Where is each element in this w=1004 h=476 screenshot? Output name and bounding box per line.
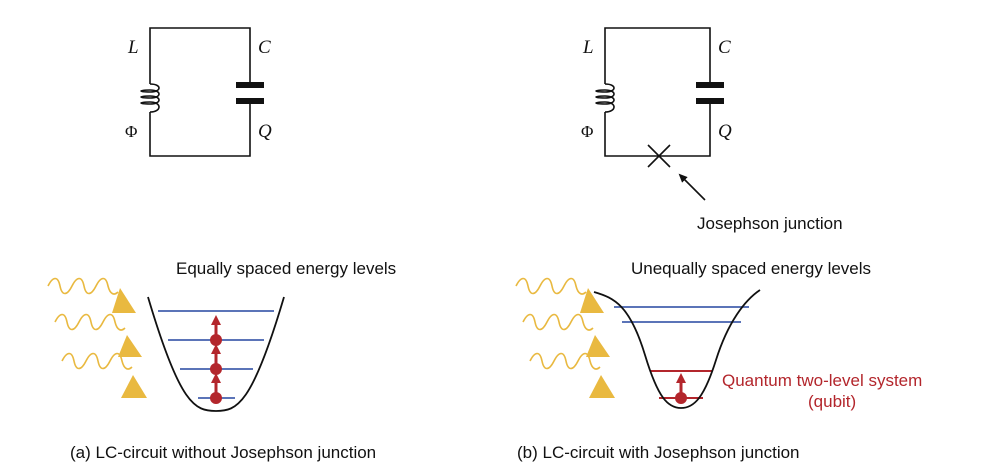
flux-b-label: Φ — [581, 122, 593, 141]
josephson-junction-symbol — [647, 144, 671, 168]
excitation-arrowhead — [211, 344, 221, 354]
excitation-arrowhead — [676, 373, 686, 383]
circuit-b-wire — [604, 27, 711, 157]
state-dot — [210, 363, 222, 375]
energy-title-a: Equally spaced energy levels — [176, 259, 396, 278]
photon-arrowhead — [586, 335, 610, 357]
capacitor-a-label: C — [258, 37, 271, 58]
qubit-label-line1: Quantum two-level system — [722, 371, 922, 390]
junction-label: Josephson junction — [697, 214, 843, 233]
anharmonic-potential-well — [593, 289, 761, 409]
capacitor-b-label: C — [718, 37, 731, 58]
capacitor-a-plate-top — [236, 82, 264, 88]
photon-wave — [61, 352, 133, 370]
excitation-arrowhead — [211, 315, 221, 325]
inductor-a — [140, 83, 160, 113]
capacitor-b-plate-bottom — [696, 98, 724, 104]
capacitor-a-plate-bottom — [236, 98, 264, 104]
state-dot — [675, 392, 687, 404]
capacitor-b-plate-top — [696, 82, 724, 88]
circuit-a: L C Φ Q — [125, 27, 272, 157]
qubit-label-line2: (qubit) — [808, 392, 856, 411]
qubit-transition — [675, 373, 687, 404]
inductor-b-label: L — [582, 37, 594, 58]
junction-pointer-arrow — [678, 173, 706, 201]
state-dot — [210, 334, 222, 346]
photon-arrowhead — [112, 288, 136, 313]
charge-b-label: Q — [718, 121, 732, 142]
flux-a-label: Φ — [125, 122, 137, 141]
photon-arrowhead — [118, 335, 142, 357]
circuit-a-wire — [149, 27, 251, 157]
caption-b: (b) LC-circuit with Josephson junction — [517, 443, 800, 462]
inductor-b — [595, 83, 615, 113]
inductor-a-label: L — [127, 37, 139, 58]
harmonic-potential-well — [147, 296, 285, 412]
photon-wave — [529, 352, 601, 370]
energy-diagram-b: Unequally spaced energy levels Quantum t… — [515, 259, 922, 411]
circuit-b: Josephson junction L C Φ Q — [581, 27, 843, 233]
excitation-ladder-a — [210, 315, 222, 404]
excitation-arrowhead — [211, 373, 221, 383]
charge-a-label: Q — [258, 121, 272, 142]
energy-title-b: Unequally spaced energy levels — [631, 259, 871, 278]
photon-wave — [522, 313, 594, 331]
photon-group-b — [515, 277, 615, 398]
photon-arrowhead — [589, 375, 615, 398]
photon-wave — [515, 277, 587, 295]
photon-wave — [47, 277, 119, 295]
photon-arrowhead — [580, 288, 604, 313]
photon-group-a — [47, 277, 147, 398]
photon-wave — [54, 313, 126, 331]
caption-a: (a) LC-circuit without Josephson junctio… — [70, 443, 376, 462]
photon-arrowhead — [121, 375, 147, 398]
energy-diagram-a: Equally spaced energy levels — [47, 259, 396, 412]
state-dot — [210, 392, 222, 404]
